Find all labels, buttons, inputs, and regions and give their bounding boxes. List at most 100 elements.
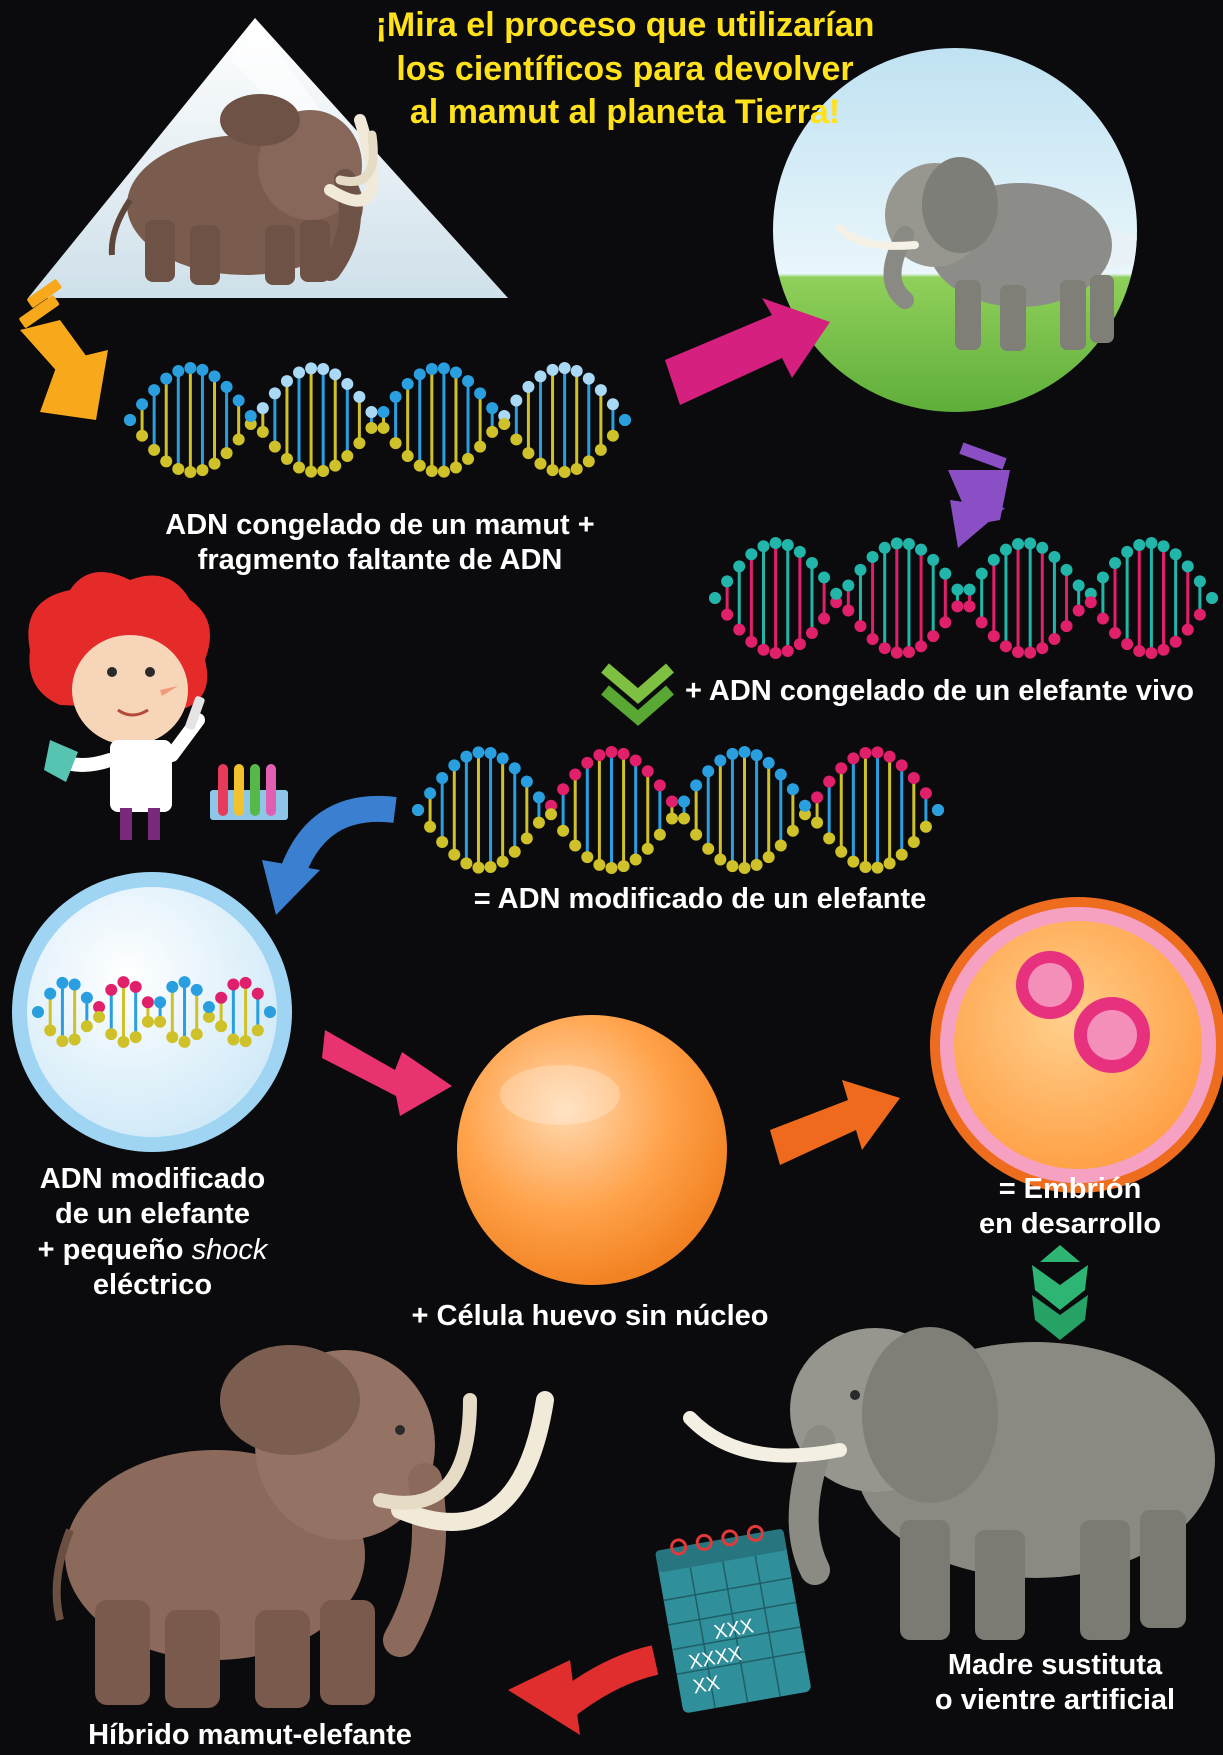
yellow-arrow-icon: [19, 279, 108, 420]
dna-bead: [521, 832, 533, 844]
dna-bead: [257, 402, 269, 414]
embryo-label: = Embrión en desarrollo: [940, 1172, 1200, 1243]
dna-bead: [666, 796, 678, 808]
dna-bead: [714, 854, 726, 866]
dna-bead: [136, 430, 148, 442]
dna-bead: [823, 832, 835, 844]
red-arrow-icon: [508, 1660, 655, 1735]
dna-bead: [196, 364, 208, 376]
title-line-2: los científicos para devolver: [300, 48, 950, 92]
dna-bead: [426, 465, 438, 477]
dna-bead: [630, 854, 642, 866]
dna-bead: [130, 981, 142, 993]
dna-bead: [252, 1024, 264, 1036]
dna-bead: [581, 851, 593, 863]
dna-bead: [154, 996, 166, 1008]
dna-bead: [1121, 638, 1133, 650]
dna-bead: [1194, 609, 1206, 621]
dna-bead: [166, 1031, 178, 1043]
test-tubes-icon: [210, 764, 288, 820]
dna-bead: [130, 1031, 142, 1043]
dna-bead: [964, 584, 976, 596]
dna-bead: [329, 460, 341, 472]
dna-bead: [44, 1024, 56, 1036]
dna-bead: [534, 370, 546, 382]
dna-bead: [438, 466, 450, 478]
dna-bead: [605, 862, 617, 874]
dna-bead: [522, 381, 534, 393]
dna-bead: [69, 979, 81, 991]
dna-bead: [510, 433, 522, 445]
dna-bead: [806, 627, 818, 639]
dna-bead: [872, 746, 884, 758]
dna-bead: [872, 862, 884, 874]
dna-bead: [806, 557, 818, 569]
dna-bead: [884, 857, 896, 869]
dna-bead: [745, 548, 757, 560]
dna-bead: [757, 644, 769, 656]
dna-bead: [196, 464, 208, 476]
blue-arrow-icon: [262, 809, 395, 915]
dna-bead: [117, 1036, 129, 1048]
dna-bead: [438, 362, 450, 374]
dna-bead: [412, 804, 424, 816]
dna-bead: [1036, 642, 1048, 654]
embryo-label-line-1: = Embrión: [940, 1172, 1200, 1207]
teal-chevron-icon: [1032, 1245, 1088, 1340]
shock-label-line-2: de un elefante: [10, 1197, 295, 1232]
dna-bead: [842, 579, 854, 591]
dna-bead: [184, 362, 196, 374]
dna-bead: [509, 846, 521, 858]
dna-bead: [605, 746, 617, 758]
dna-bead: [818, 571, 830, 583]
dna-bead: [1145, 647, 1157, 659]
dna-bead: [402, 378, 414, 390]
dna-bead: [436, 772, 448, 784]
dna-bead: [927, 630, 939, 642]
dna-bead: [884, 751, 896, 763]
mammoth-dna-label-line-2: fragmento faltante de ADN: [120, 543, 640, 578]
dna-bead: [172, 365, 184, 377]
surrogate-label: Madre sustituta o vientre artificial: [905, 1648, 1205, 1719]
purple-arrow-icon: [948, 442, 1010, 548]
shock-label-line-4: eléctrico: [10, 1268, 295, 1303]
dna-bead: [1012, 646, 1024, 658]
dna-bead: [714, 754, 726, 766]
dna-bead: [787, 825, 799, 837]
dna-bead: [988, 554, 1000, 566]
dna-bead: [690, 779, 702, 791]
dna-bead: [252, 988, 264, 1000]
dna-bead: [896, 849, 908, 861]
dna-bead: [770, 647, 782, 659]
dna-bead: [1048, 551, 1060, 563]
dna-bead: [414, 460, 426, 472]
dna-bead: [341, 378, 353, 390]
dna-bead: [281, 375, 293, 387]
dna-bead: [569, 839, 581, 851]
magenta-arrow-icon: [665, 298, 830, 405]
dna-bead: [733, 560, 745, 572]
modified-dna-label-line-1: = ADN modificado de un elefante: [410, 882, 990, 917]
dna-bead: [726, 860, 738, 872]
dna-bead: [739, 862, 751, 874]
dna-bead: [721, 609, 733, 621]
elephant-dna-label: + ADN congelado de un elefante vivo: [685, 674, 1215, 709]
dna-bead: [203, 1001, 215, 1013]
dna-bead: [191, 1028, 203, 1040]
title-line-1: ¡Mira el proceso que utilizarían: [300, 4, 950, 48]
dna-bead: [559, 362, 571, 374]
dna-bead: [583, 373, 595, 385]
dna-bead: [93, 1011, 105, 1023]
dna-bead: [305, 466, 317, 478]
dna-bead: [269, 441, 281, 453]
egg-cell-label: + Célula huevo sin núcleo: [380, 1299, 800, 1334]
dna-bead: [757, 540, 769, 552]
dna-bead: [245, 410, 257, 422]
dna-bead: [920, 787, 932, 799]
dna-bead: [534, 458, 546, 470]
dna-bead: [154, 1016, 166, 1028]
dna-bead: [678, 812, 690, 824]
dna-bead: [1073, 579, 1085, 591]
dna-bead: [172, 463, 184, 475]
dna-bead: [148, 384, 160, 396]
